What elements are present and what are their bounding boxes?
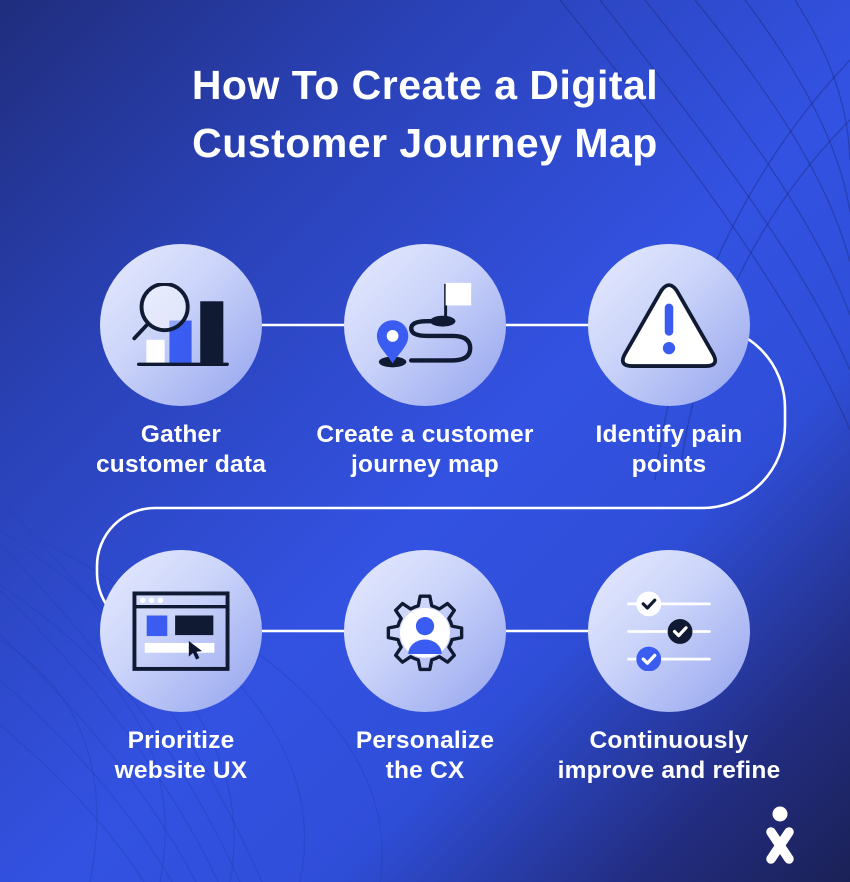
browser-window-cursor-icon: [132, 591, 230, 671]
step-circle-personalize-cx: [344, 550, 506, 712]
step-label-continuously-improve: Continuously improve and refine: [558, 726, 781, 786]
step-label-line: Continuously: [589, 727, 749, 754]
step-circle-create-journey-map: [344, 244, 506, 406]
magnifier-bar-chart-icon: [132, 282, 229, 366]
step-label-line: website UX: [114, 757, 248, 784]
step-label-line: Identify pain: [595, 421, 743, 448]
step-label-gather-customer-data: Gather customer data: [96, 420, 266, 480]
step-circle-identify-pain-points: [588, 244, 750, 406]
step-label-personalize-cx: Personalize the CX: [356, 726, 494, 786]
page-title-line-2: Customer Journey Map: [192, 120, 658, 166]
nextiva-x-logo: [763, 806, 797, 873]
step-label-create-journey-map: Create a customer journey map: [316, 420, 533, 480]
step-label-line: Prioritize: [127, 727, 235, 754]
step-label-identify-pain-points: Identify pain points: [596, 420, 743, 480]
nextiva-x-logo-icon: [766, 806, 794, 864]
step-label-prioritize-website-ux: Prioritize website UX: [115, 726, 248, 786]
step-label-line: customer data: [95, 451, 267, 478]
checklist-sliders-icon: [627, 590, 711, 672]
step-circle-prioritize-website-ux: [100, 550, 262, 712]
step-circle-continuously-improve: [588, 550, 750, 712]
step-label-line: the CX: [385, 757, 465, 784]
step-label-line: points: [631, 451, 707, 478]
gear-person-icon: [386, 594, 464, 672]
step-label-line: Personalize: [355, 727, 495, 754]
step-label-line: Gather: [140, 421, 222, 448]
step-label-line: improve and refine: [557, 757, 781, 784]
step-label-line: journey map: [351, 451, 499, 478]
step-label-line: Create a customer: [316, 421, 534, 448]
warning-triangle-icon: [620, 282, 718, 368]
page-title-line-1: How To Create a Digital: [191, 62, 659, 108]
page-title: How To Create a Digital Customer Journey…: [0, 56, 850, 172]
step-circle-gather-customer-data: [100, 244, 262, 406]
journey-route-flag-icon: [376, 282, 473, 368]
